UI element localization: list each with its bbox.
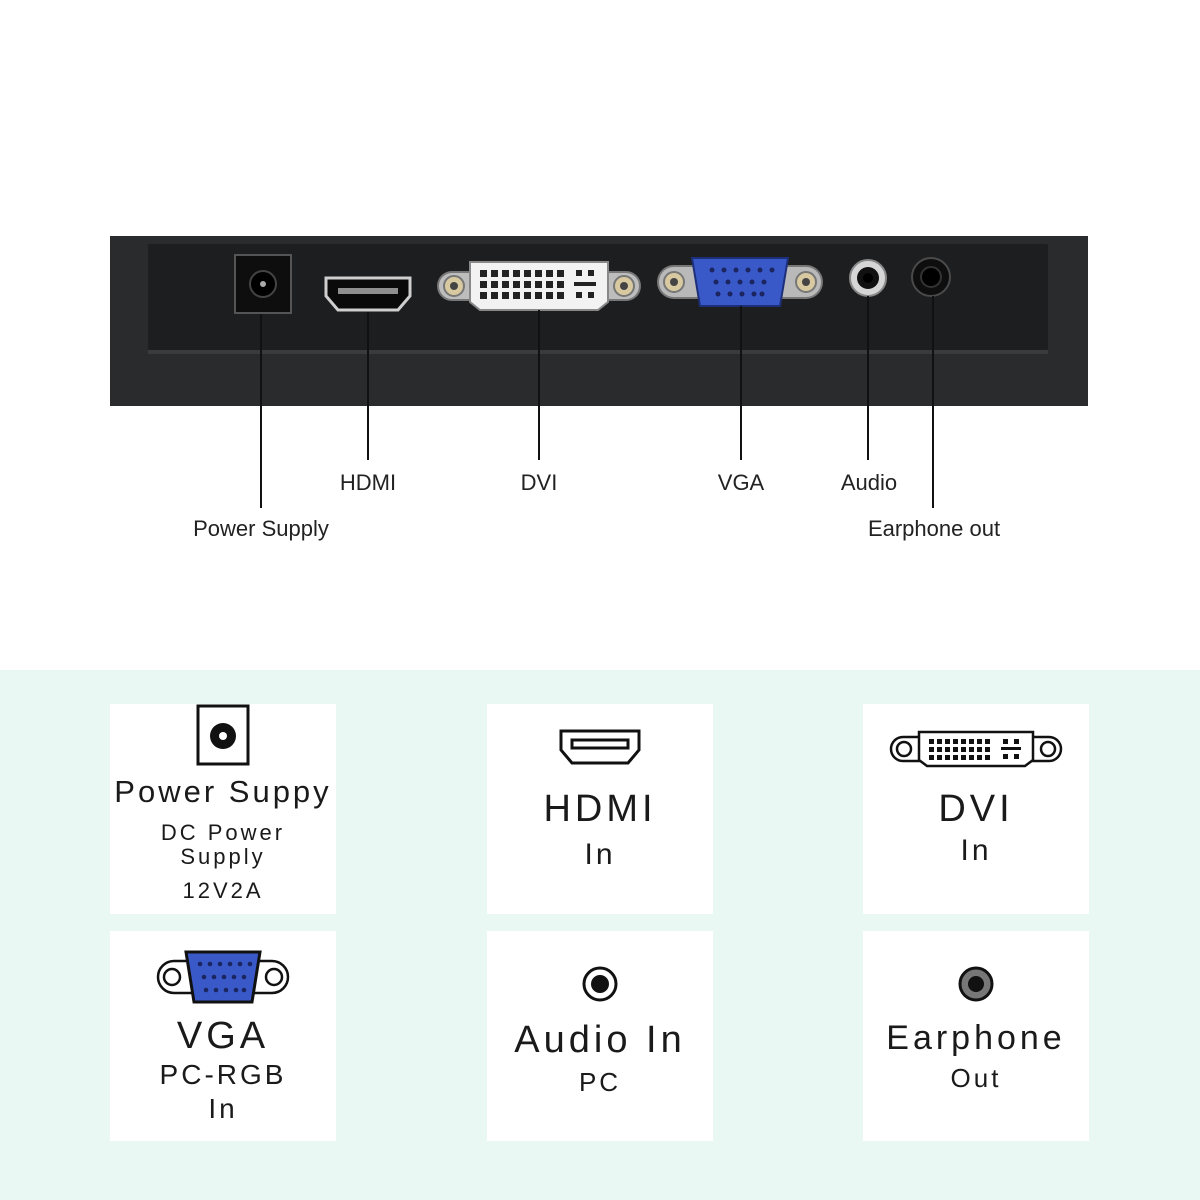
- power-card-title: Power Suppy: [114, 774, 332, 809]
- dc-jack-icon: [110, 704, 336, 766]
- dvi-card: DVI In: [863, 704, 1089, 914]
- power-card-line2: Supply: [180, 844, 266, 869]
- earphone-out-card: Earphone Out: [863, 931, 1089, 1141]
- audio-jack-icon: [487, 965, 713, 1003]
- power-callout-label: Power Supply: [193, 516, 329, 541]
- vga-card-line2: In: [208, 1093, 238, 1124]
- dvi-callout-line: [538, 310, 540, 460]
- dvi-callout-label: DVI: [520, 470, 558, 495]
- power-card-line3: 12V2A: [182, 878, 264, 903]
- vga-port: [656, 256, 824, 313]
- audio-card-title: Audio In: [514, 1019, 686, 1061]
- hdmi-port: [324, 276, 412, 317]
- vga-callout-label: VGA: [717, 470, 765, 495]
- power-card-line1: DC Power: [160, 820, 286, 845]
- vga-card-title: VGA: [176, 1015, 270, 1057]
- dc-power-port: [234, 254, 292, 319]
- hdmi-callout-label: HDMI: [339, 470, 397, 495]
- vga-port-icon: [110, 949, 336, 1005]
- vga-card: VGA PC-RGB In: [110, 931, 336, 1141]
- audio-callout-line: [867, 296, 869, 460]
- audio-card-line1: PC: [578, 1067, 622, 1097]
- earphone-card-title: Earphone: [886, 1019, 1066, 1057]
- hdmi-card: HDMI In: [487, 704, 713, 914]
- audio-in-port: [848, 258, 888, 303]
- audio-in-card: Audio In PC: [487, 931, 713, 1141]
- earphone-callout-label: Earphone out: [867, 516, 1001, 541]
- hdmi-card-title: HDMI: [543, 788, 657, 830]
- dvi-port: [436, 258, 642, 319]
- earphone-jack-icon: [863, 965, 1089, 1003]
- vga-callout-line: [740, 306, 742, 460]
- dvi-card-title: DVI: [938, 788, 1014, 830]
- power-callout-line: [260, 314, 262, 508]
- earphone-card-line1: Out: [950, 1063, 1002, 1093]
- dvi-port-icon: [863, 730, 1089, 768]
- port-recess-lip: [148, 350, 1048, 354]
- hdmi-card-line1: In: [584, 838, 616, 871]
- vga-card-line1: PC-RGB: [159, 1059, 287, 1090]
- hdmi-port-icon: [487, 728, 713, 766]
- hdmi-callout-line: [367, 312, 369, 460]
- dvi-card-line1: In: [960, 834, 992, 867]
- earphone-out-port: [910, 256, 952, 303]
- audio-callout-label: Audio: [840, 470, 898, 495]
- earphone-callout-line: [932, 296, 934, 508]
- power-supply-card: Power Suppy DC Power Supply 12V2A: [110, 704, 336, 914]
